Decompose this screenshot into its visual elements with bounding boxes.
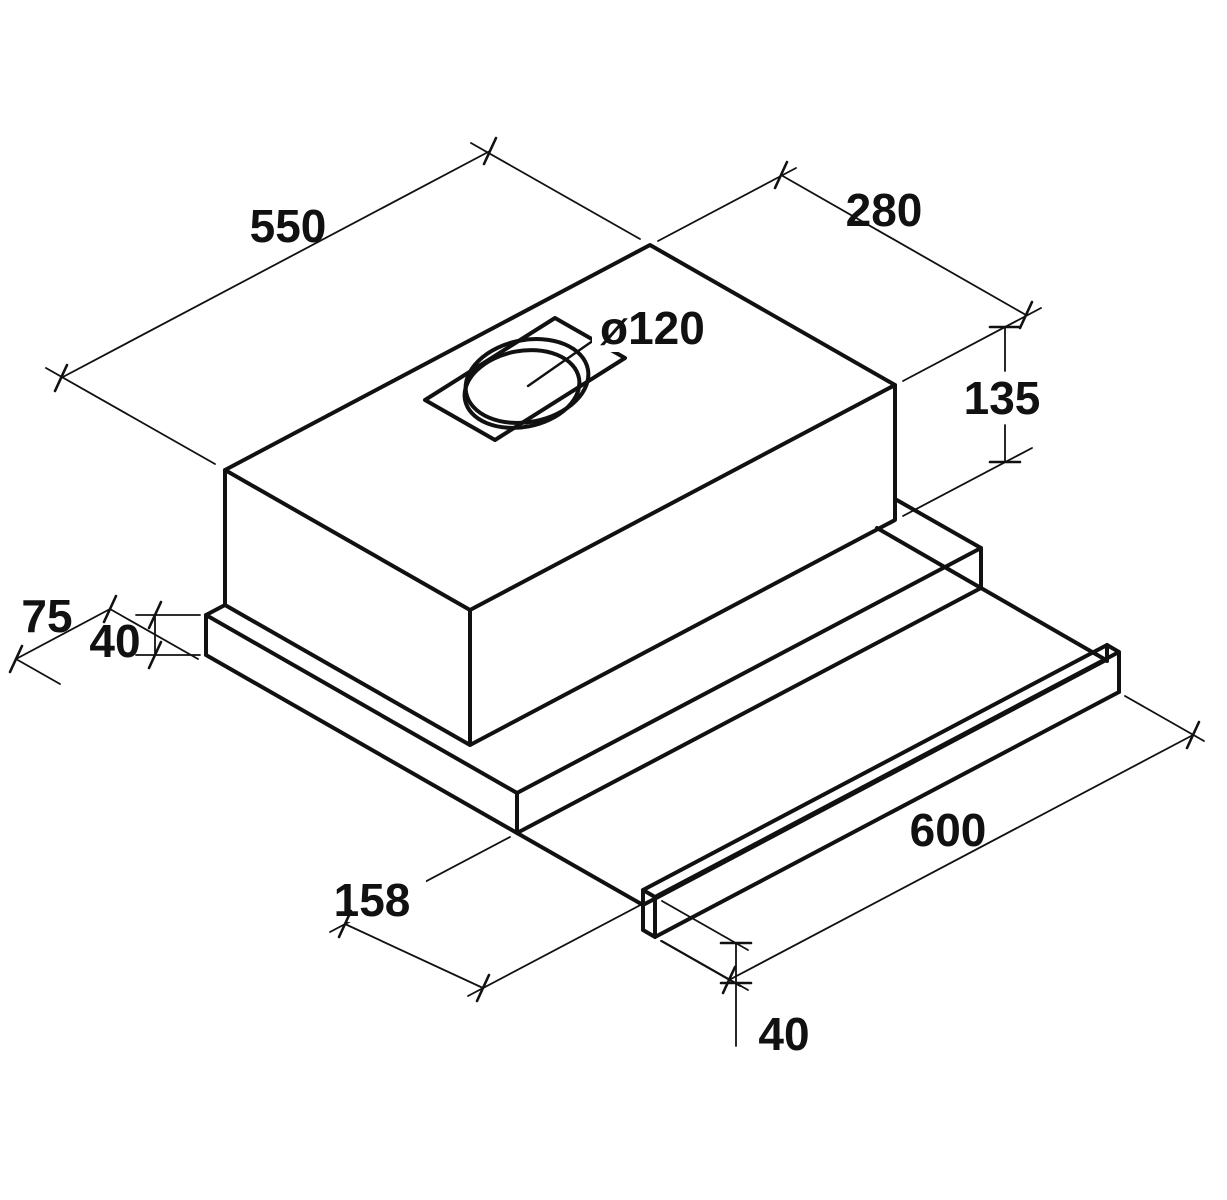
- dim-75-lines: [15, 608, 199, 685]
- dim-label-duct-diameter: ø120: [600, 302, 705, 354]
- dim-40-bottom: 40: [661, 900, 810, 1060]
- dim-40-bottom-ticks: [719, 941, 753, 985]
- dim-135-lines: [902, 326, 1033, 517]
- chassis-base: [204, 497, 983, 835]
- duct-circle-inner: [462, 348, 582, 430]
- dim-40-bottom-lines: [661, 900, 749, 1047]
- handle-strip-outline: [641, 643, 1121, 939]
- dim-40-left: 40: [89, 600, 201, 670]
- dim-40-left-ticks: [147, 600, 163, 670]
- dim-label-top-width: 550: [250, 200, 327, 252]
- hood-body-outline: [223, 243, 897, 747]
- dim-600: 600: [660, 695, 1205, 995]
- dim-280: 280: [657, 160, 1042, 382]
- chassis-outline: [204, 497, 983, 835]
- duct-label-background: [592, 300, 732, 352]
- duct-collar: [423, 316, 627, 442]
- dim-label-front-strip-height: 40: [758, 1008, 809, 1060]
- dim-158-ticks: [337, 909, 491, 1003]
- dim-75: 75: [8, 590, 199, 685]
- dim-280-ticks: [773, 160, 1034, 330]
- dim-label-pullout-extension: 158: [334, 874, 411, 926]
- dim-550-lines: [45, 142, 641, 465]
- dim-label-left-strip-height: 40: [89, 615, 140, 667]
- dim-135: 135: [902, 325, 1041, 517]
- hood-body: [223, 243, 897, 747]
- duct-leader-line: [526, 338, 596, 388]
- dim-label-body-height: 135: [964, 372, 1041, 424]
- dim-550-ticks: [53, 136, 498, 393]
- duct-cutout-square: [423, 316, 627, 442]
- pullout-label-background: [322, 876, 426, 922]
- dim-label-top-depth: 280: [846, 184, 923, 236]
- dim-75-ticks: [8, 594, 118, 674]
- dim-280-lines: [657, 167, 1042, 382]
- dim-135-ticks: [988, 325, 1022, 464]
- dim-label-front-width: 600: [910, 804, 987, 856]
- handle-strip: [641, 643, 1121, 939]
- dim-label-left-depth-offset: 75: [21, 590, 72, 642]
- dim-40-left-lines: [135, 614, 201, 656]
- dim-duct: ø120: [592, 300, 732, 354]
- dim-550: 550: [45, 136, 641, 465]
- dim-158: 158: [322, 836, 649, 1003]
